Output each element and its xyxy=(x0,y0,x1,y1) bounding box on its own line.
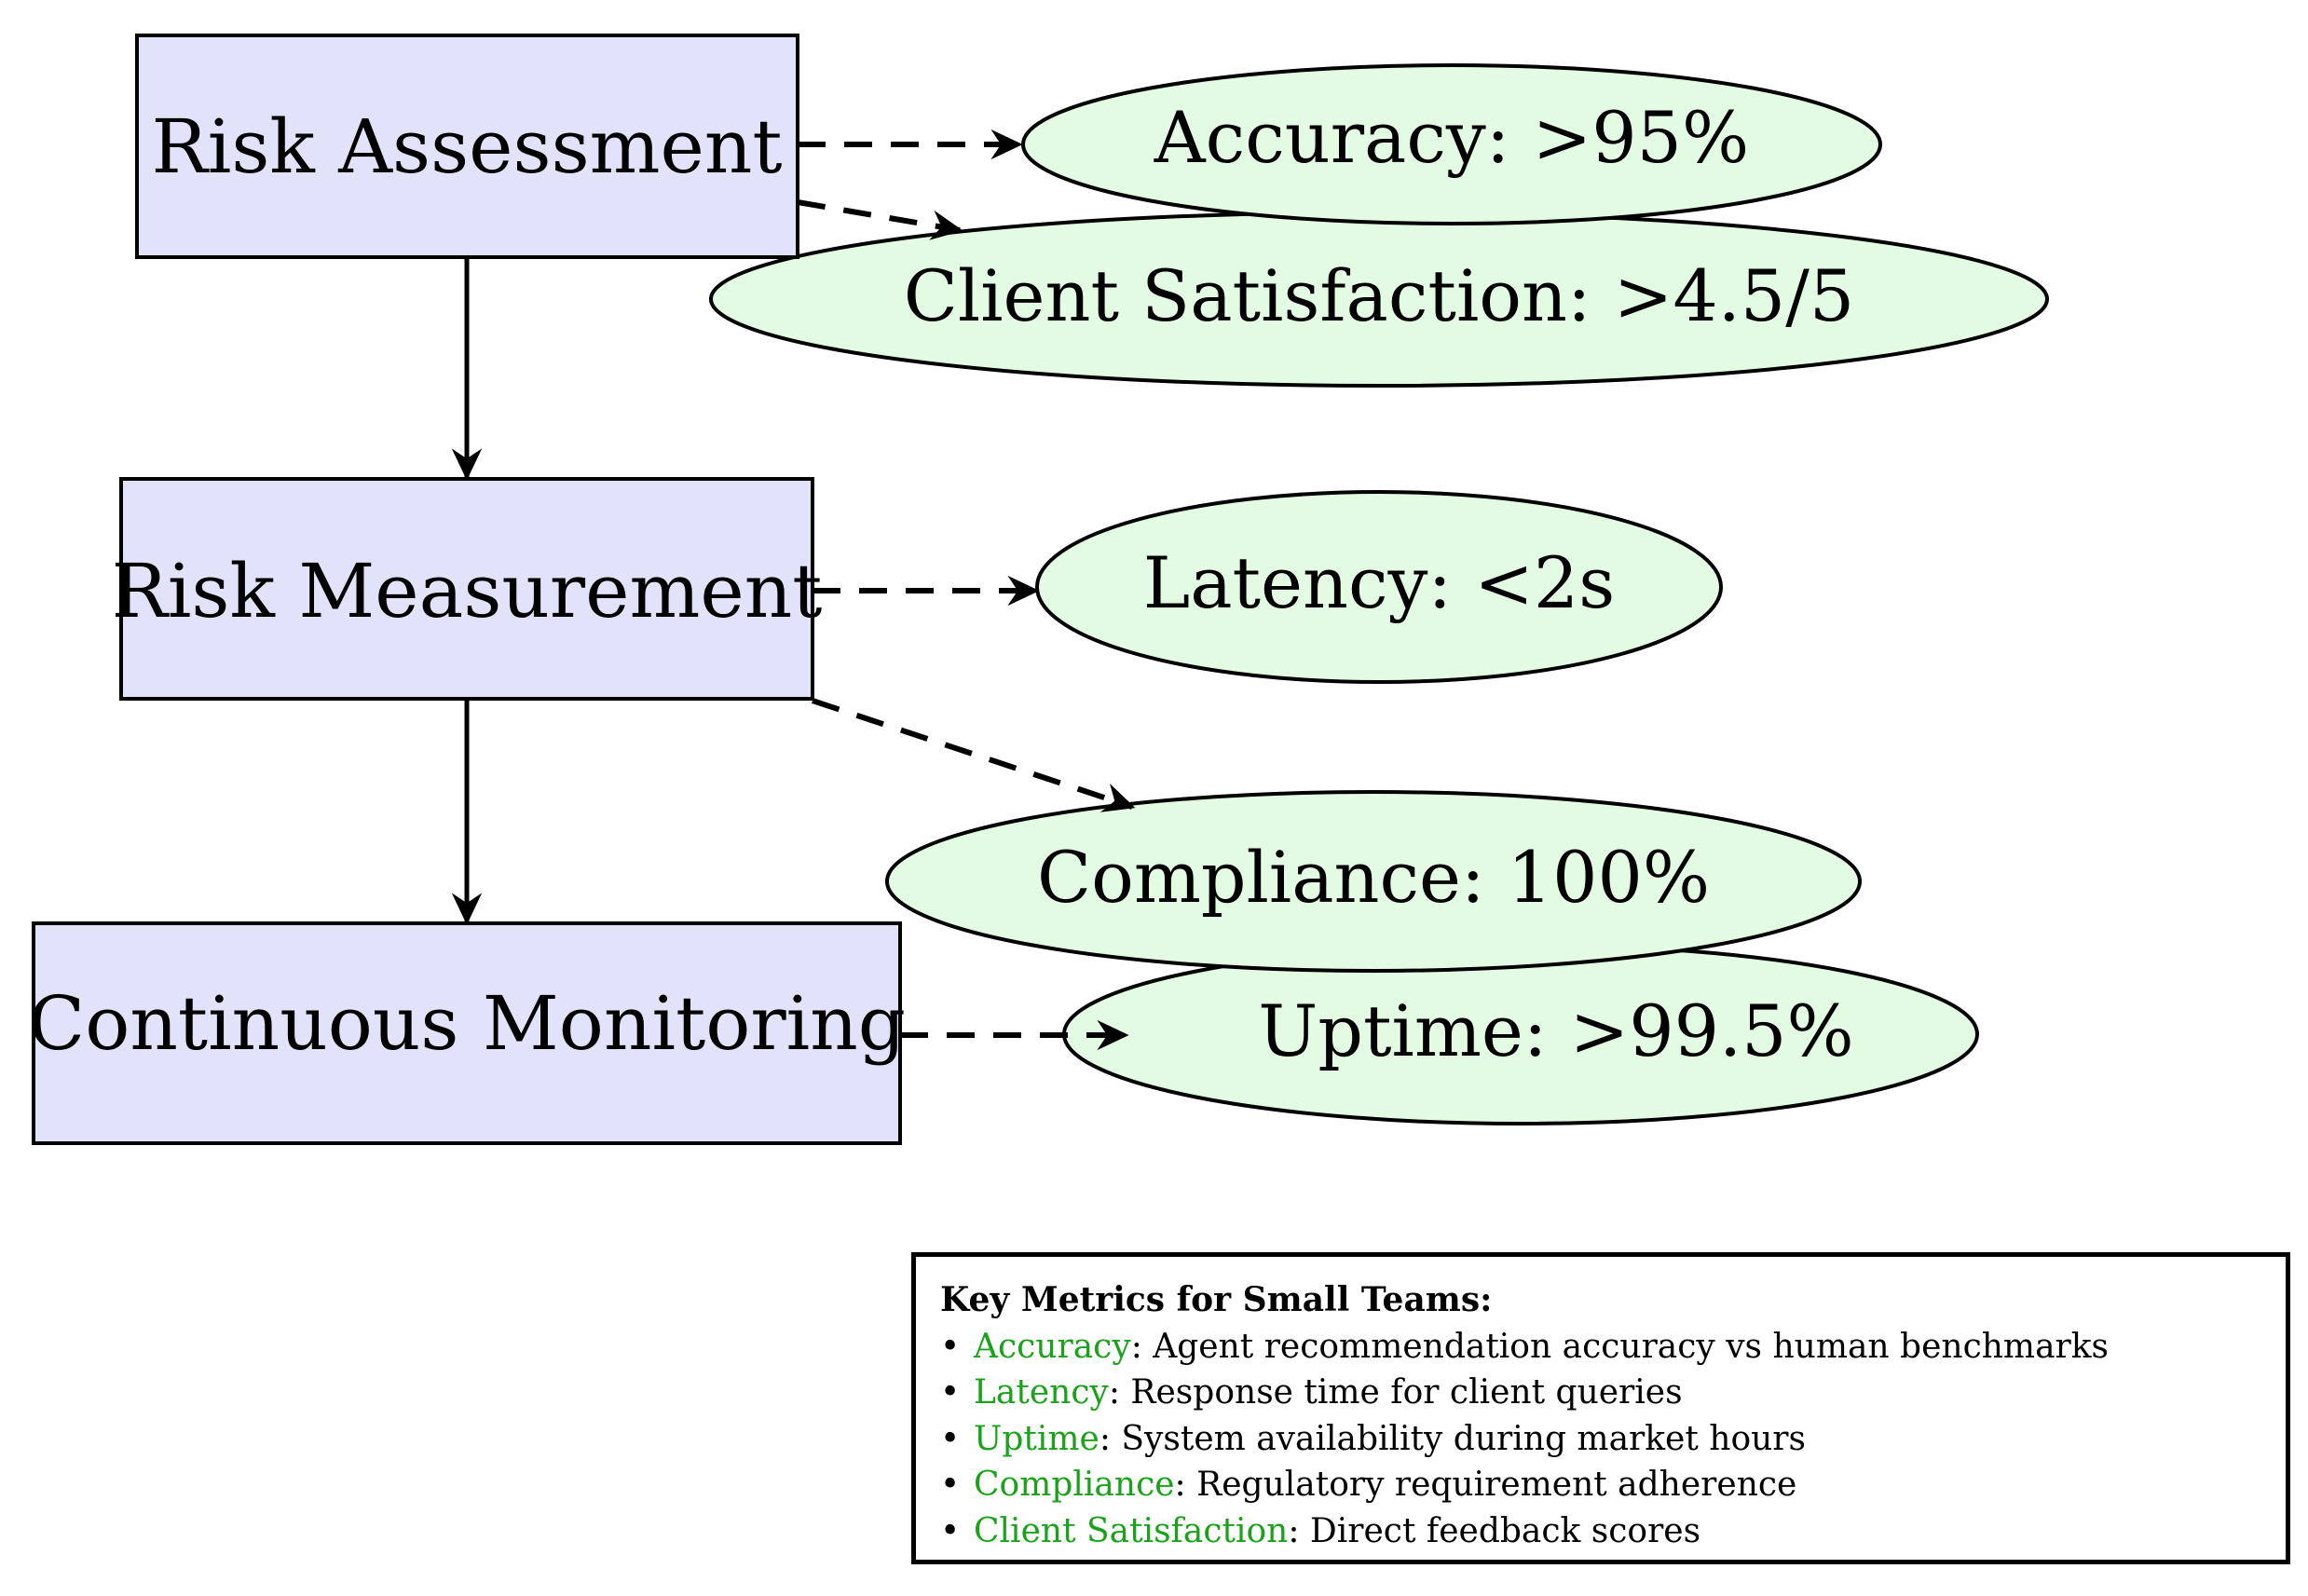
bullet-icon: • xyxy=(940,1419,961,1458)
legend-description: : Regulatory requirement adherence xyxy=(1174,1466,1797,1504)
metric-arrow-compliance xyxy=(812,698,1136,812)
metric-ellipse-accuracy xyxy=(1021,63,1882,225)
legend-title: Key Metrics for Small Teams: xyxy=(940,1280,1493,1319)
bullet-icon: • xyxy=(940,1511,961,1550)
metric-ellipse-compliance xyxy=(885,790,1862,973)
legend-term: Uptime xyxy=(974,1419,1099,1458)
legend-item-accuracy: • Accuracy: Agent recommendation accuracy… xyxy=(940,1324,2286,1371)
legend-description: : Response time for client queries xyxy=(1108,1373,1683,1412)
legend-box: Key Metrics for Small Teams: •Accuracy: … xyxy=(911,1252,2290,1564)
bullet-icon: • xyxy=(940,1466,961,1504)
legend-term: Compliance xyxy=(974,1466,1175,1504)
bullet-icon: • xyxy=(940,1373,961,1412)
stage-box-measurement xyxy=(119,477,814,701)
legend-item-latency: • Latency: Response time for client queri… xyxy=(940,1370,2286,1416)
metric-label-accuracy: Accuracy: >95% xyxy=(1154,96,1749,179)
stage-label-monitoring: Continuous Monitoring xyxy=(28,980,906,1067)
metric-label-uptime: Uptime: >99.5% xyxy=(1258,989,1853,1072)
legend-term: Accuracy xyxy=(974,1327,1131,1366)
legend-item-client-satisfaction: • Client Satisfaction: Direct feedback sc… xyxy=(940,1508,2286,1555)
stage-label-measurement: Risk Measurement xyxy=(112,548,823,634)
stage-label-assessment: Risk Assessment xyxy=(152,103,783,190)
metric-label-client-satisfaction: Client Satisfaction: >4.5/5 xyxy=(904,254,1854,337)
stage-box-monitoring xyxy=(32,921,902,1145)
legend-item-uptime: • Uptime: System availability during mark… xyxy=(940,1416,2286,1463)
legend-item-compliance: • Compliance: Regulatory requirement adhe… xyxy=(940,1462,2286,1508)
legend-description: : System availability during market hour… xyxy=(1099,1419,1806,1458)
legend-description: : Agent recommendation accuracy vs human… xyxy=(1130,1327,2110,1366)
legend-term: Client Satisfaction xyxy=(974,1511,1289,1550)
legend-description: : Direct feedback scores xyxy=(1288,1511,1701,1550)
metric-label-latency: Latency: <2s xyxy=(1143,541,1616,624)
metric-arrow-client-satisfaction xyxy=(797,199,963,240)
legend-term: Latency xyxy=(974,1373,1109,1412)
bullet-icon: • xyxy=(940,1327,961,1366)
metric-label-compliance: Compliance: 100% xyxy=(1037,836,1710,919)
